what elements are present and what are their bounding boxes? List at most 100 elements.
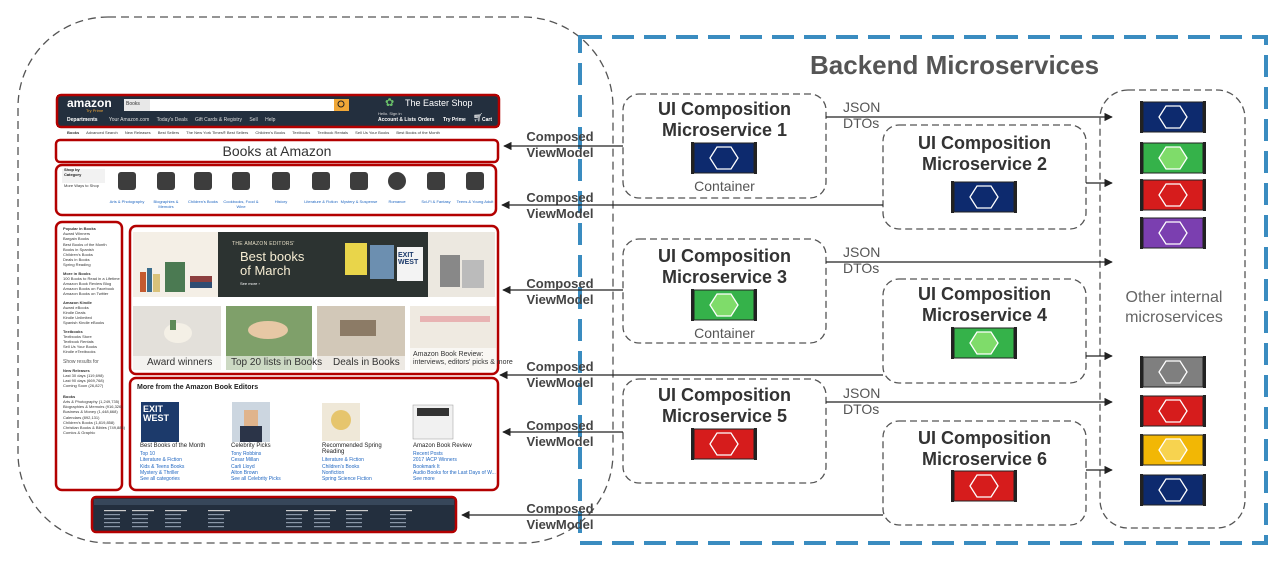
microservice-5-container-icon [691,428,757,460]
nav-help[interactable]: Help [265,117,276,123]
nav-sell[interactable]: Sell [249,117,258,123]
internal-service-8-container-icon [1140,474,1206,506]
internal-service-2-container-icon [1140,142,1206,174]
amazon-editors-box [128,376,500,492]
subnav-textbooks[interactable]: Textbooks [292,130,311,135]
microservice-6-container-icon [951,470,1017,502]
internal-service-5-container-icon [1140,356,1206,388]
amazon-orders[interactable]: Orders [418,117,435,123]
microservice-4-container-icon [951,327,1017,359]
amazon-logo-sub: Try Prime [86,108,104,113]
cart-icon: 🛒︎ [473,113,484,122]
category-icon-9[interactable] [427,172,445,190]
subnav-new-releases[interactable]: New Releases [124,130,151,135]
nav-gift-cards[interactable]: Gift Cards & Registry [194,117,242,123]
category-label-8[interactable]: Romance [388,199,406,204]
subnav-best-month[interactable]: Best Books of the Month [396,130,440,135]
sidebar-new-releases: New Releases Last 30 days (119,698)Last … [63,367,104,389]
hero-kicker: THE AMAZON EDITORS' [232,241,295,247]
nav-departments[interactable]: Departments [67,117,98,123]
internal-service-4-container-icon [1140,217,1206,249]
amazon-account[interactable]: Account & Lists [378,117,417,123]
internal-service-7-container-icon [1140,434,1206,466]
tile-deals[interactable]: Deals in Books [333,357,400,368]
hero-cta[interactable]: See more › [240,281,260,286]
category-icon-1[interactable] [118,172,136,190]
category-icon-5[interactable] [272,172,290,190]
easter-bunny-icon: ✿ [385,97,395,109]
amazon-title-box [54,138,500,164]
amazon-sidebar-box [54,220,124,492]
internal-service-6-container-icon [1140,395,1206,427]
amazon-search-button[interactable] [334,99,349,111]
amazon-logo[interactable]: amazon [67,96,112,110]
internal-services-box [1099,89,1246,529]
editors-book-cover: EXIT WEST [143,404,169,423]
category-label-3[interactable]: Children's Books [188,199,218,204]
editors-title: More from the Amazon Book Editors [137,384,259,391]
tile-top-20[interactable]: Top 20 lists in Books [231,357,323,368]
subnav-nyt[interactable]: The New York Times® Best Sellers [186,130,249,135]
amazon-cart[interactable]: Cart [482,117,493,123]
amazon-page-mock [54,93,501,534]
category-icon-10[interactable] [466,172,484,190]
category-icon-4[interactable] [232,172,250,190]
subnav-advanced-search[interactable]: Advanced Search [86,130,118,135]
category-label-9[interactable]: Sci-Fi & Fantasy [421,199,451,204]
category-label-1[interactable]: Arts & Photography [109,199,145,204]
subnav-childrens[interactable]: Children's Books [255,130,286,135]
category-label-5[interactable]: History [274,199,288,204]
shop-by-category: Shop by Category [64,167,82,177]
category-label-10[interactable]: Teens & Young Adult [456,199,494,204]
webpage-region [17,16,614,544]
subnav-books[interactable]: Books [67,130,80,135]
tile-award-winners[interactable]: Award winners [147,357,213,368]
category-icon-2[interactable] [157,172,175,190]
amazon-easter-shop[interactable]: The Easter Shop [405,98,473,108]
category-icon-6[interactable] [312,172,330,190]
sidebar-group-more: More in Books 100 Books to Read in a Lif… [63,270,120,297]
category-label-4[interactable]: Cookbooks, Food & Wine [223,199,259,209]
amazon-page-title: Books at Amazon [222,143,332,159]
subnav-best-sellers[interactable]: Best Sellers [157,130,180,135]
tile-book-review[interactable]: Amazon Book Review:interviews, editors' … [413,351,513,366]
category-label-2[interactable]: Biographies & Memoirs [153,199,179,209]
microservice-3-container-icon [691,289,757,321]
subnav-sell-books[interactable]: Sell Us Your Books [355,130,390,135]
editor-col-3: Recommended Spring Reading Literature & … [322,443,382,483]
subnav-rentals[interactable]: Textbook Rentals [317,130,349,135]
amazon-prime[interactable]: Try Prime [443,117,466,123]
microservice-2-box [882,124,1087,230]
more-ways-to-shop[interactable]: More Ways to Shop [64,183,99,188]
microservice-1-container-icon [691,142,757,174]
nav-your-amazon[interactable]: Your Amazon.com [108,117,150,123]
arrows [461,112,1113,520]
category-icon-3[interactable] [194,172,212,190]
nav-todays-deals[interactable]: Today's Deals [156,117,188,123]
backend-title: Backend Microservices [810,50,1100,80]
hero-book-cover: EXIT WEST [398,252,419,266]
internal-service-3-container-icon [1140,179,1206,211]
amazon-search-category[interactable]: Books [126,101,140,107]
amazon-search-box[interactable] [124,99,334,111]
category-icon-8[interactable] [388,172,406,190]
category-icon-7[interactable] [350,172,368,190]
category-label-6[interactable]: Literature & Fiction [304,199,338,204]
category-label-7[interactable]: Mystery & Suspense [340,199,378,204]
